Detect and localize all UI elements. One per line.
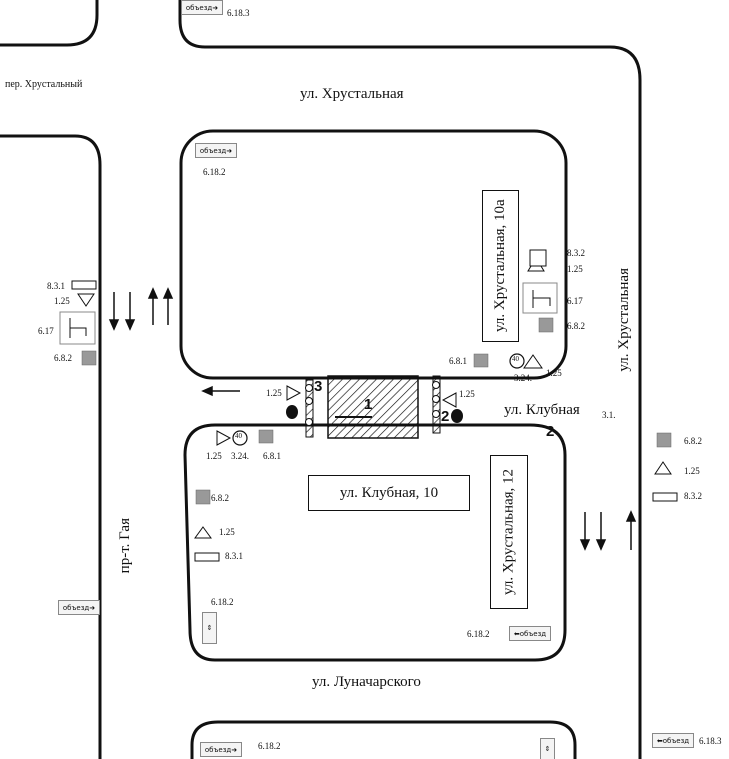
sign-code: 6.18.2 — [203, 167, 226, 177]
detour-sign-label: объезд — [62, 603, 90, 612]
block-10 — [183, 423, 567, 662]
detour-sign-label: объезд — [199, 146, 227, 155]
building-10-label: ул. Клубная, 10 — [339, 484, 439, 501]
detour-sign-label: объезд — [185, 3, 213, 12]
sign-code: 8.3.2 — [684, 491, 702, 501]
sign-code: 6.8.2 — [54, 353, 72, 363]
block-bottom — [190, 720, 577, 759]
sign-code: 6.17 — [567, 296, 583, 306]
detour-sign: ⬅объезд — [509, 626, 551, 641]
building-12: ул. Хрустальная, 12 — [490, 455, 528, 609]
sign-code: 1.25 — [459, 389, 475, 399]
work-zone — [327, 375, 419, 439]
speed-limit-value: 40 — [235, 432, 242, 440]
street-label-lunacharskogo: ул. Луначарского — [312, 674, 421, 690]
street-label-khrustalnaya-top: ул. Хрустальная — [300, 86, 404, 102]
detour-sign: ⬅объезд — [652, 733, 694, 748]
marker-3: 3 — [314, 378, 323, 395]
info-plates — [81, 317, 672, 505]
detour-sign: объезд➜ — [58, 600, 100, 615]
detour-sign-label: объезд — [662, 736, 690, 745]
sign-code: 1.25 — [219, 527, 235, 537]
sign-code: 3.24. — [514, 373, 532, 383]
building-10a: ул. Хрустальная, 10а — [482, 190, 519, 342]
block-top-middle — [178, 0, 642, 759]
street-label-khrustalnaya-right: ул. Хрустальная — [616, 268, 632, 372]
no-entry-signs — [286, 405, 463, 423]
speed-limit-value: 40 — [512, 355, 519, 363]
sign-code: 6.8.2 — [684, 436, 702, 446]
sign-code: 6.18.2 — [211, 597, 234, 607]
building-10a-label: ул. Хрустальная, 10а — [492, 199, 508, 333]
detour-sign-vertical: ⇕ — [540, 738, 555, 759]
marker-2-street: 2 — [546, 423, 555, 440]
detour-sign: объезд➜ — [181, 0, 223, 15]
sign-code: 6.17 — [38, 326, 54, 336]
detour-sign: объезд➜ — [195, 143, 237, 158]
sign-code: 3.24. — [231, 451, 249, 461]
building-12-label: ул. Хрустальная, 12 — [500, 468, 517, 596]
sign-code: 1.25 — [266, 388, 282, 398]
sign-code: 6.8.2 — [211, 493, 229, 503]
marker-1: 1 — [364, 396, 373, 413]
detour-sign-vertical: ⇕ — [202, 612, 217, 644]
barrier-left — [305, 379, 314, 438]
sign-code: 1.25 — [206, 451, 222, 461]
block-left — [0, 134, 102, 759]
sign-code: 1.25 — [54, 296, 70, 306]
sign-code: 6.8.2 — [567, 321, 585, 331]
sign-code: 6.18.3 — [227, 8, 250, 18]
sign-code: 1.25 — [567, 264, 583, 274]
speed-limit-circles — [232, 353, 525, 446]
sign-code: 8.3.1 — [225, 551, 243, 561]
sign-code: 1.25 — [546, 368, 562, 378]
detour-sign-label: объезд — [204, 745, 232, 754]
detour-sign-label: объезд — [519, 629, 547, 638]
building-10: ул. Клубная, 10 — [308, 475, 470, 511]
marker-2: 2 — [441, 408, 450, 425]
sign-code: 8.3.1 — [47, 281, 65, 291]
sign-code: 6.18.3 — [699, 736, 722, 746]
sign-code: 3.1. — [602, 410, 616, 420]
barrier-right — [432, 375, 441, 434]
sign-code: 6.8.1 — [449, 356, 467, 366]
street-label-gaya: пр-т. Гая — [117, 518, 133, 574]
street-label-klubnaya: ул. Клубная — [504, 402, 580, 418]
street-label-lane-khrustalny: пер. Хрустальный — [5, 79, 83, 90]
sign-code: 6.18.2 — [258, 741, 281, 751]
sign-code: 6.8.1 — [263, 451, 281, 461]
sign-code: 1.25 — [684, 466, 700, 476]
detour-sign: объезд➜ — [200, 742, 242, 757]
lane-arrows — [108, 287, 637, 551]
sign-code: 8.3.2 — [567, 248, 585, 258]
sign-code: 6.18.2 — [467, 629, 490, 639]
block-top-left — [0, 0, 99, 47]
direction-plates — [71, 249, 678, 562]
